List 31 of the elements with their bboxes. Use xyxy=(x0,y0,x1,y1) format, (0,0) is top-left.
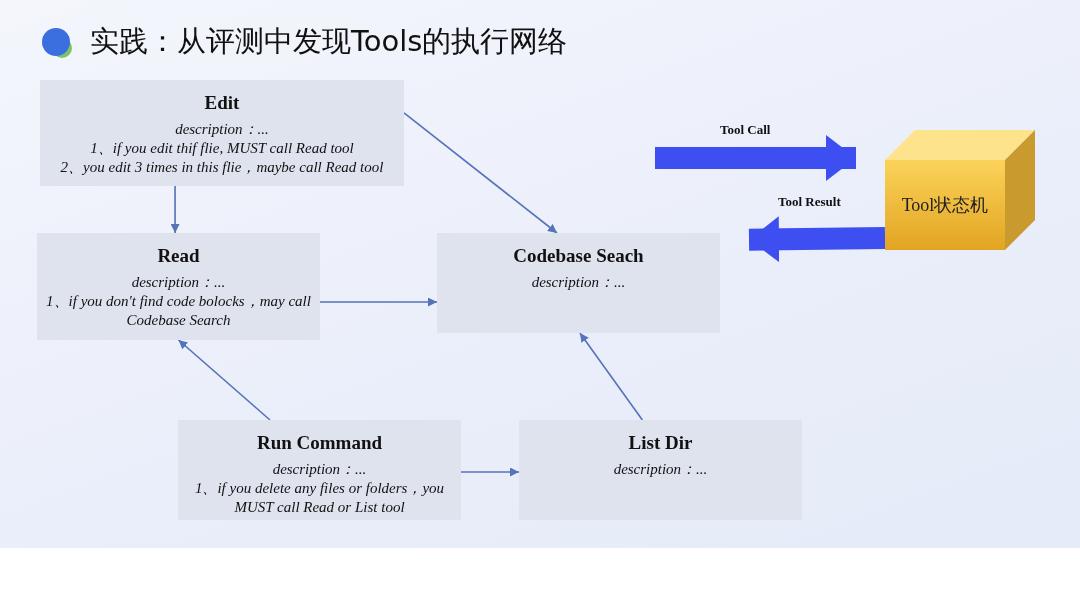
tool-description: description：... xyxy=(531,273,626,292)
arrow xyxy=(579,332,644,421)
tool-name: Edit xyxy=(204,92,240,114)
node-label: Tool状态机 xyxy=(901,194,989,217)
tool-description: description：... xyxy=(272,460,367,479)
tool-box xyxy=(37,233,320,340)
tool-name: Codebase Seach xyxy=(513,245,644,267)
tool-description: description：... xyxy=(613,460,708,479)
tool-box xyxy=(437,233,720,333)
tool-description: 1、if you don't find code bolocks，may call Codebase Search xyxy=(45,292,312,330)
tool-description: 1、if you delete any files or folders，you MUST call Read or List tool xyxy=(193,479,446,517)
tool-name: List Dir xyxy=(628,432,693,454)
arrow xyxy=(177,339,271,421)
arrow xyxy=(319,297,438,307)
tool-description: 2、you edit 3 times in this flie，maybe call Read tool xyxy=(60,158,384,177)
slide-title: 实践：从评测中发现Tools的执行网络 xyxy=(90,23,568,60)
arrow xyxy=(460,467,520,477)
block-arrow xyxy=(748,216,886,263)
tool-description: description：... xyxy=(175,120,269,139)
arrow xyxy=(170,185,180,234)
tool-name: Read xyxy=(157,245,200,267)
block-arrow xyxy=(655,134,856,181)
tool-name: Run Command xyxy=(256,432,383,454)
edge-label: Tool Call xyxy=(720,122,771,138)
arrow xyxy=(403,112,558,234)
tool-description: 1、if you edit thif flie, MUST call Read tool xyxy=(90,139,354,158)
tool-description: description：... xyxy=(131,273,226,292)
tool-box xyxy=(40,80,404,186)
tool-box xyxy=(178,420,461,520)
tool-box xyxy=(519,420,802,520)
edge-label: Tool Result xyxy=(778,194,841,210)
